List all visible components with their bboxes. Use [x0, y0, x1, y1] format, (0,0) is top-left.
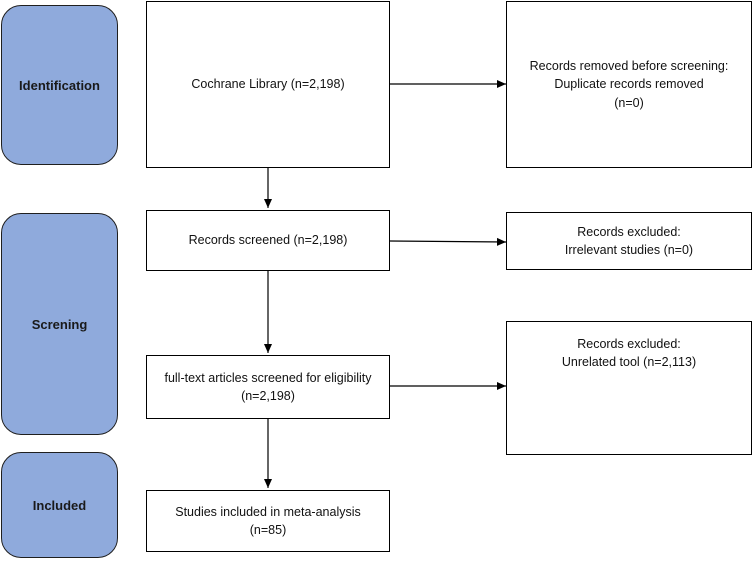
arrow-screened-to-excluded: [389, 237, 507, 246]
phase-included: Included: [1, 452, 118, 558]
box-records-screened: Records screened (n=2,198): [146, 210, 390, 271]
phase-screening: Screning: [1, 213, 118, 435]
box-text: (n=0): [614, 95, 644, 110]
phase-identification: Identification: [1, 5, 118, 165]
box-text: Cochrane Library (n=2,198): [191, 77, 345, 92]
box-text: Records excluded:: [577, 224, 681, 239]
box-records-removed: Records removed before screening: Duplic…: [506, 1, 752, 168]
box-text: full-text articles screened for eligibil…: [164, 370, 372, 385]
box-text: Studies included in meta-analysis: [175, 504, 361, 519]
box-text: Unrelated tool (n=2,113): [561, 355, 697, 369]
box-text: (n=2,198): [241, 389, 295, 403]
box-text: (n=85): [249, 523, 287, 537]
box-text: Duplicate records removed: [554, 77, 704, 92]
phase-screening-label: Screning: [31, 316, 88, 332]
box-text: Records screened (n=2,198): [188, 233, 348, 248]
box-excluded-irrelevant: Records excluded: Irrelevant studies (n=…: [506, 212, 752, 270]
box-text: Irrelevant studies (n=0): [564, 243, 694, 257]
box-studies-included: Studies included in meta-analysis (n=85): [146, 490, 390, 552]
box-excluded-unrelated: Records excluded: Unrelated tool (n=2,11…: [506, 321, 752, 455]
phase-identification-label: Identification: [19, 77, 100, 93]
box-text: Records removed before screening:: [529, 59, 729, 74]
phase-included-label: Included: [32, 497, 87, 513]
box-fulltext-screened: full-text articles screened for eligibil…: [146, 355, 390, 419]
box-cochrane-library: Cochrane Library (n=2,198): [146, 1, 390, 168]
box-text: Records excluded:: [577, 336, 681, 351]
